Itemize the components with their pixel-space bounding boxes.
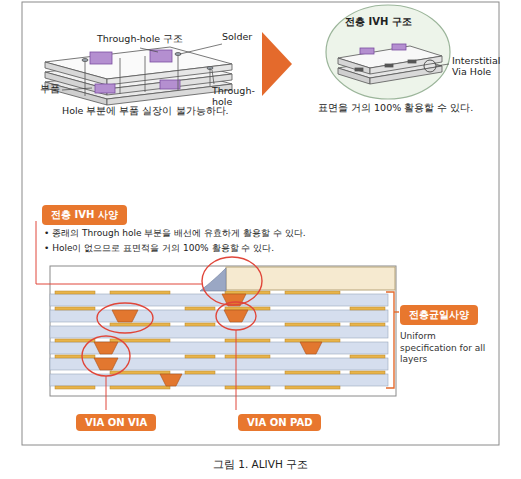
tag-description: Uniform specification for all layers	[400, 331, 492, 366]
spec-tag: 전층균일사양 Uniform specification for all laye…	[400, 303, 492, 366]
part-label: Solder	[222, 32, 252, 43]
dielectric-layers	[50, 294, 388, 386]
copper-traces	[55, 291, 385, 389]
tag-label: 전층 IVH 사양	[42, 205, 127, 225]
tag-label: 전층균일사양	[400, 305, 478, 325]
ivh-board	[338, 44, 442, 84]
highlight-circles	[82, 257, 262, 376]
figure-frame	[22, 2, 499, 445]
section-frame	[50, 266, 396, 396]
component-body	[226, 267, 395, 290]
structure-title: 전층 IVH 구조	[345, 16, 412, 28]
leader-lines	[62, 44, 222, 90]
through-hole-board	[45, 47, 232, 105]
figure-caption: 그림 1. ALIVH 구조	[0, 458, 521, 472]
spec-tag: 전층 IVH 사양	[42, 203, 127, 225]
via-marker	[424, 60, 436, 72]
vias	[94, 294, 322, 386]
structure-title: Through-hole 구조	[97, 34, 183, 45]
note-text: 표면을 거의 100% 활용할 수 있다.	[318, 103, 473, 114]
bullet-note: • 종래의 Through hole 부분을 배선에 유효하게 활용할 수 있다…	[44, 228, 306, 238]
bullet-note: • Hole이 없으므로 표면적을 거의 100% 활용할 수 있다.	[44, 243, 274, 253]
part-label: Through-hole	[212, 86, 258, 108]
spec-tag: VIA ON PAD	[238, 411, 321, 431]
tag-label: VIA ON VIA	[76, 414, 156, 431]
zoom-circle	[326, 5, 450, 99]
direction-arrow	[262, 32, 292, 96]
spec-tag: VIA ON VIA	[76, 411, 156, 431]
part-label: 부품	[40, 84, 60, 95]
note-text: Hole 부분에 부품 실장이 불가능하다.	[62, 106, 229, 117]
layer-bracket	[386, 292, 399, 388]
leader-line	[436, 64, 449, 66]
part-label: Interstitial Via Hole	[452, 56, 514, 78]
tag-label: VIA ON PAD	[238, 414, 321, 431]
